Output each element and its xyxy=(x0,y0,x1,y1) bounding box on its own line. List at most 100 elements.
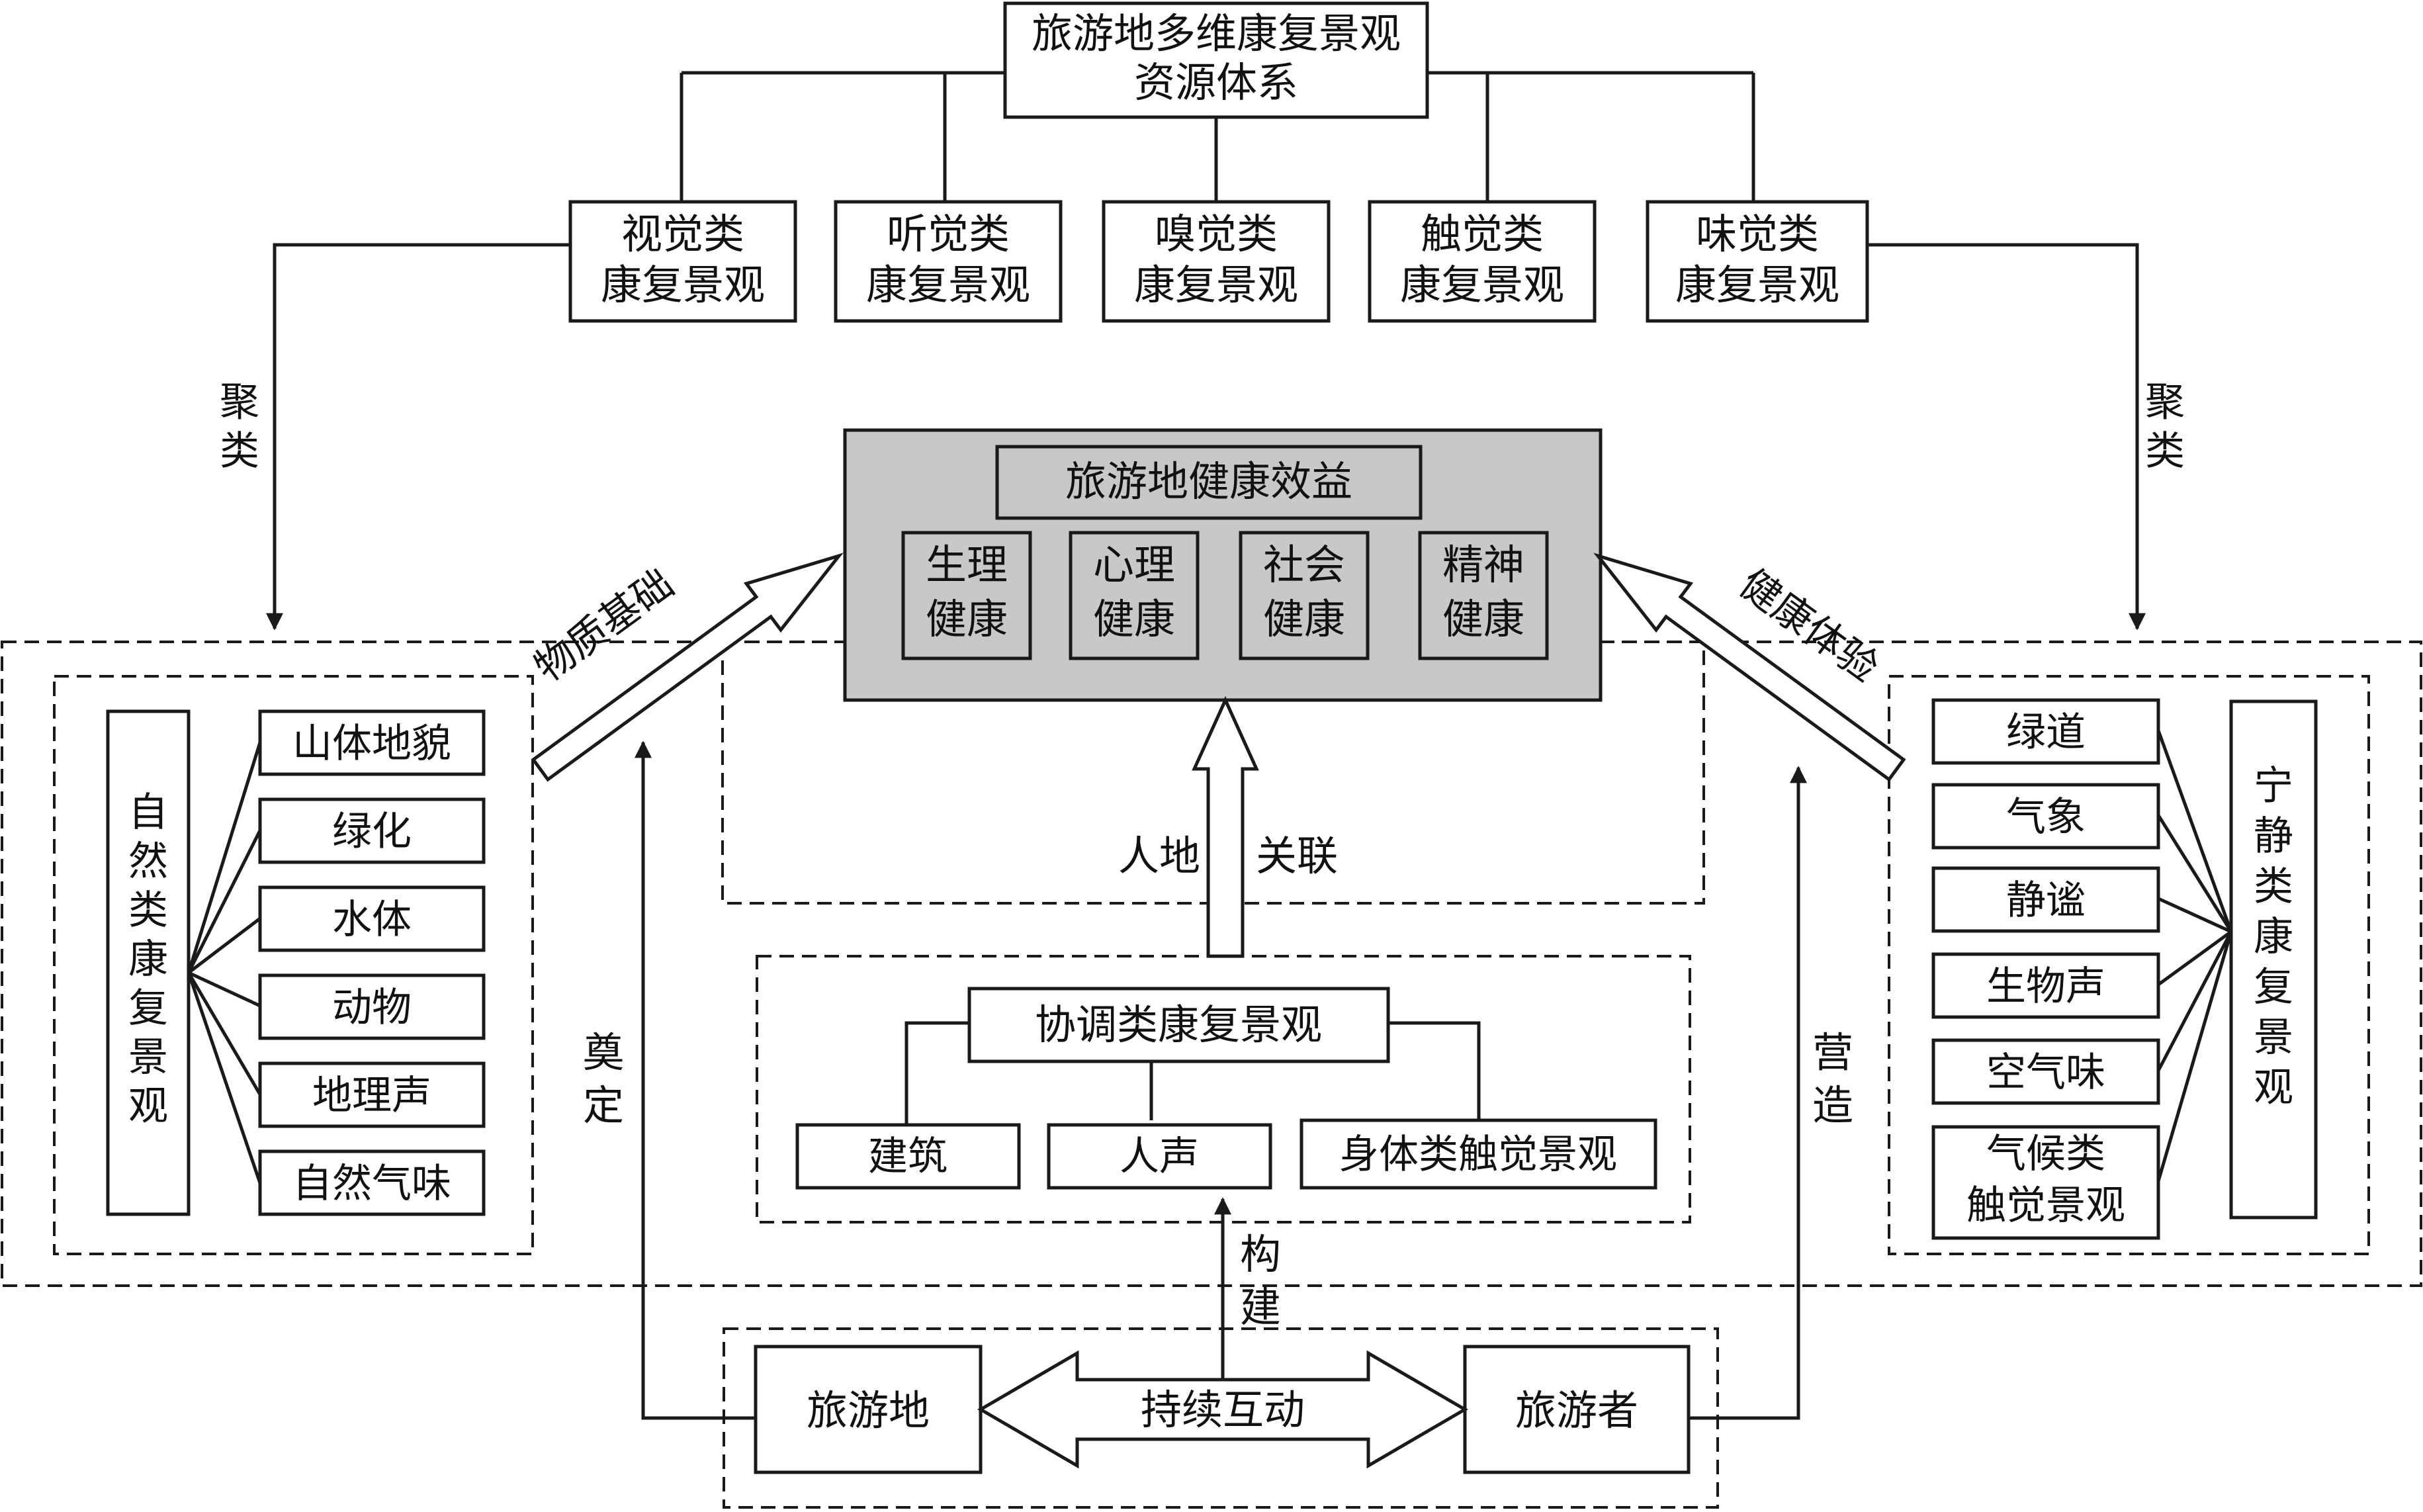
human-land-arrow: 人地 关联 xyxy=(1118,695,1338,958)
sense-tactile-line2: 康复景观 xyxy=(1400,261,1564,309)
natural-item-box xyxy=(258,1061,486,1128)
health-social-line1: 社会 xyxy=(1263,541,1345,589)
coordination-title-box xyxy=(967,987,1390,1063)
natural-item-box xyxy=(258,885,486,952)
natural-item-label: 水体 xyxy=(332,897,412,943)
cluster-right-char1: 聚 xyxy=(2145,379,2185,425)
natural-title-char7: 观 xyxy=(128,1083,168,1130)
tranquil-item-label: 生物声 xyxy=(1986,963,2105,1010)
natural-item-label: 绿化 xyxy=(332,809,412,855)
tranquil-title-char5: 复 xyxy=(2254,964,2293,1010)
sense-box-olfactory xyxy=(1102,200,1331,323)
coordination-dashed-region xyxy=(756,955,1691,1223)
create-label-char2: 造 xyxy=(1812,1081,1853,1130)
tourist-box xyxy=(1463,1345,1691,1474)
interaction-double-arrow xyxy=(977,1350,1468,1469)
tourist-label: 旅游者 xyxy=(1515,1386,1638,1435)
tranquil-item-climate-box xyxy=(1931,1125,2160,1240)
health-spiritual-line1: 精神 xyxy=(1442,541,1524,589)
destination-box xyxy=(754,1345,983,1474)
tranquil-title-char2: 静 xyxy=(2254,813,2293,860)
tranquil-dashed-region xyxy=(1888,675,2370,1255)
tranquil-title-char6: 景 xyxy=(2254,1014,2293,1061)
human-land-label-right: 关联 xyxy=(1256,832,1338,880)
cluster-left-char1: 聚 xyxy=(220,379,259,425)
tranquil-item-box xyxy=(1931,698,2160,765)
bottom-interaction-group: 旅游地 旅游者 持续互动 xyxy=(754,1345,1691,1474)
health-benefits-box: 旅游地健康效益 生理 健康 心理 健康 社会 健康 精神 健康 xyxy=(843,428,1603,702)
sense-box-auditory xyxy=(834,200,1063,323)
tranquil-item-label: 气象 xyxy=(2006,794,2086,840)
health-psychological-line2: 健康 xyxy=(1093,595,1175,643)
health-spiritual-line2: 健康 xyxy=(1442,595,1524,643)
tranquil-climate-line2: 触觉景观 xyxy=(1966,1182,2125,1229)
create-label-char1: 营 xyxy=(1812,1028,1853,1077)
cluster-right-char2: 类 xyxy=(2145,428,2185,474)
natural-title-box xyxy=(106,709,191,1216)
bottom-dashed-region xyxy=(723,1327,1719,1509)
connector-lines xyxy=(187,71,2233,1420)
coordination-landscape-group: 协调类康复景观 建筑 人声 身体类触觉景观 xyxy=(795,987,1657,1190)
health-psychological-line1: 心理 xyxy=(1093,541,1175,589)
tranquil-item-box xyxy=(1931,866,2160,933)
top-box-line2: 资源体系 xyxy=(1134,58,1298,107)
health-item-physiological xyxy=(901,531,1032,660)
tranquil-title-char7: 观 xyxy=(2254,1065,2293,1111)
tranquil-title-char3: 类 xyxy=(2254,864,2293,910)
coordination-item-box xyxy=(1300,1118,1657,1190)
sense-box-tactile xyxy=(1368,200,1597,323)
health-item-spiritual xyxy=(1418,531,1549,660)
lay-label-char1: 奠 xyxy=(583,1028,624,1077)
coordination-item-label: 人声 xyxy=(1120,1134,1199,1180)
natural-item-label: 动物 xyxy=(332,985,412,1031)
sense-visual-line2: 康复景观 xyxy=(601,261,765,309)
tranquil-title-box xyxy=(2229,699,2318,1220)
natural-title-char2: 然 xyxy=(128,838,168,885)
sense-auditory-line2: 康复景观 xyxy=(866,261,1030,309)
interaction-label: 持续互动 xyxy=(1141,1386,1305,1434)
health-social-line2: 健康 xyxy=(1263,595,1345,643)
cluster-left-char2: 类 xyxy=(220,428,259,474)
natural-item-box xyxy=(258,709,486,776)
build-label-char1: 构 xyxy=(1240,1230,1281,1278)
natural-dashed-region xyxy=(53,675,534,1255)
natural-item-box xyxy=(258,1149,486,1216)
health-benefits-title-box xyxy=(995,445,1423,520)
natural-item-box xyxy=(258,973,486,1040)
sense-olfactory-line1: 嗅觉类 xyxy=(1155,210,1278,258)
natural-title-char1: 自 xyxy=(128,789,168,836)
sense-tactile-line1: 触觉类 xyxy=(1421,210,1544,258)
tranquil-title-char1: 宁 xyxy=(2254,763,2293,809)
build-label-char2: 建 xyxy=(1240,1283,1281,1331)
natural-landscape-group: 自 然 类 康 复 景 观 山体地貌 绿化 水体 动物 地理声 自然气味 xyxy=(106,709,486,1216)
tranquil-climate-line1: 气候类 xyxy=(1986,1131,2105,1177)
sense-gustatory-line1: 味觉类 xyxy=(1696,210,1819,258)
natural-title-char5: 复 xyxy=(128,985,168,1032)
sense-boxes: 视觉类 康复景观 听觉类 康复景观 嗅觉类 康复景观 触觉类 康复景观 味觉类 … xyxy=(568,200,1869,323)
top-box: 旅游地多维康复景观 资源体系 xyxy=(1003,1,1429,119)
tranquil-item-label: 空气味 xyxy=(1986,1049,2105,1096)
natural-title-char4: 康 xyxy=(128,936,168,983)
health-benefits-title: 旅游地健康效益 xyxy=(1065,457,1352,506)
coordination-item-label: 身体类触觉景观 xyxy=(1339,1132,1617,1178)
tranquil-landscape-group: 宁 静 类 康 复 景 观 绿道 气象 静谧 生物声 空气味 气候类 触觉景观 xyxy=(1931,698,2318,1240)
coordination-item-box xyxy=(795,1123,1021,1190)
health-physiological-line1: 生理 xyxy=(926,541,1008,589)
natural-item-box xyxy=(258,797,486,864)
natural-title-char3: 类 xyxy=(128,887,168,934)
health-item-social xyxy=(1239,531,1370,660)
natural-title-char6: 景 xyxy=(128,1034,168,1081)
sense-visual-line1: 视觉类 xyxy=(621,210,744,258)
lay-label-char2: 定 xyxy=(583,1081,624,1130)
sense-box-visual xyxy=(568,200,797,323)
tranquil-item-box xyxy=(1931,1038,2160,1105)
health-experience-arrow: 健康体验 xyxy=(1593,553,1906,782)
tranquil-item-label: 绿道 xyxy=(2006,709,2086,756)
tranquil-item-box xyxy=(1931,783,2160,850)
sense-gustatory-line2: 康复景观 xyxy=(1675,261,1839,309)
health-item-psychological xyxy=(1069,531,1200,660)
tranquil-title-char4: 康 xyxy=(2254,914,2293,960)
coordination-item-label: 建筑 xyxy=(868,1134,947,1180)
material-foundation-arrow: 物质基础 xyxy=(527,553,844,782)
